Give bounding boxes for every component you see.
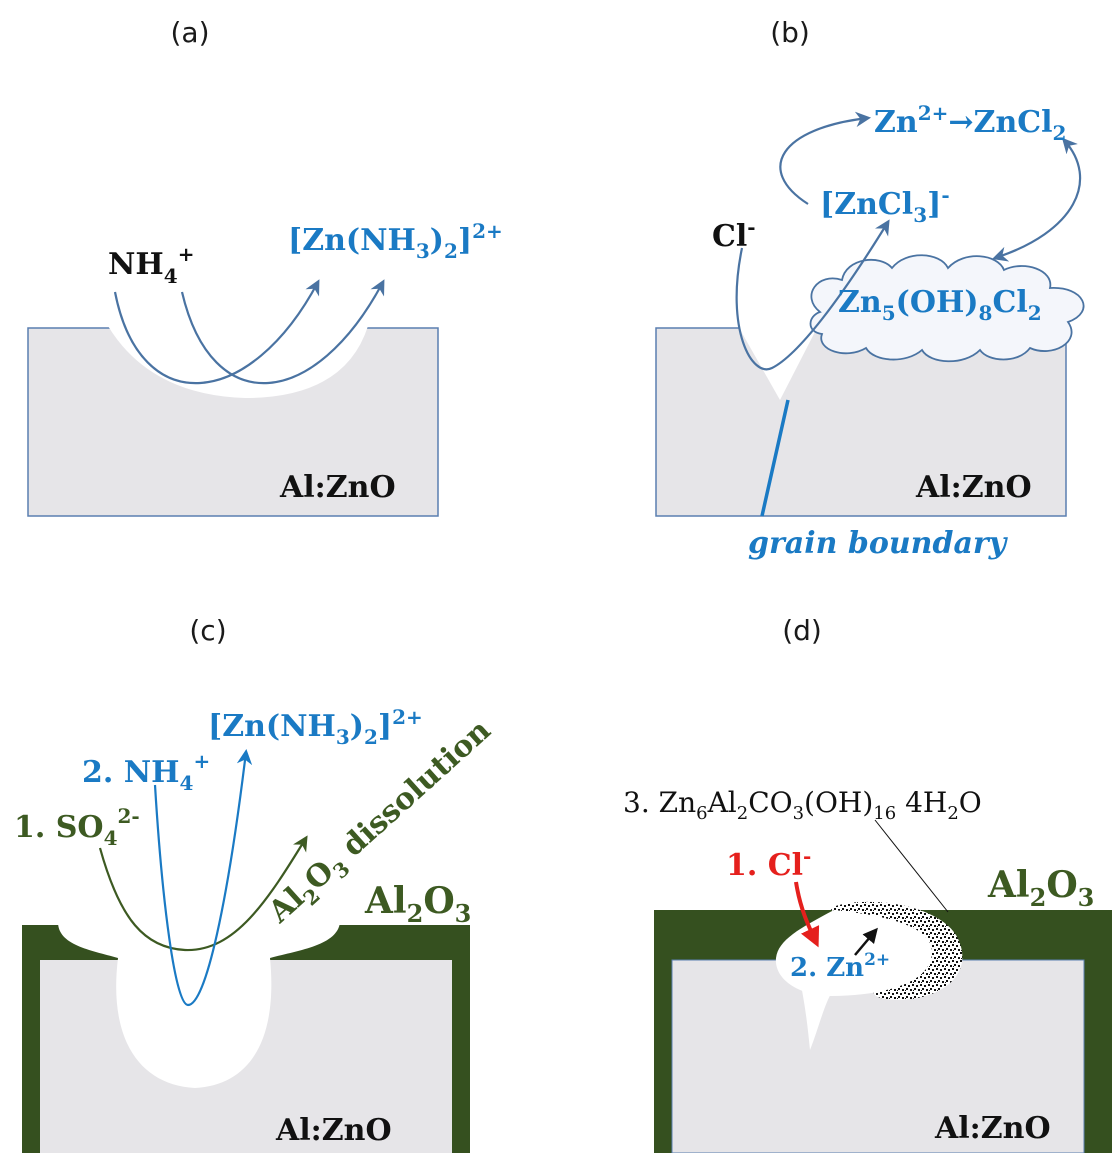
zncl3-label-b: [ZnCl3]- <box>820 183 950 227</box>
grain-boundary-line <box>760 399 790 517</box>
step2-ammonium-label-c: 2. NH4+ <box>82 749 210 795</box>
crack-d <box>800 980 832 1050</box>
zinc-ammine-label-c: [Zn(NH3)2]2+ <box>208 705 423 749</box>
zncl2-precipitate-arrow <box>992 137 1082 262</box>
ion-path-2-a <box>180 279 385 385</box>
sulfate-path-c <box>98 835 308 952</box>
material-label-d: Al:ZnO <box>934 1111 1051 1146</box>
material-label-b: Al:ZnO <box>915 470 1032 505</box>
panel-b-label: (b) <box>770 16 810 49</box>
material-label-a: Al:ZnO <box>279 470 396 505</box>
chloride-attack-arrow <box>794 881 820 948</box>
oxide-label-d: Al2O3 <box>987 864 1094 912</box>
ion-path-1-a <box>113 279 320 385</box>
precipitate-label-b: Zn5(OH)8Cl2 <box>838 285 1042 325</box>
panel-a-label: (a) <box>170 16 209 49</box>
chloride-label-b: Cl- <box>712 215 756 254</box>
panel-d-label: (d) <box>782 614 822 647</box>
grain-boundary-label: grain boundary <box>748 526 1009 561</box>
crack-b <box>738 326 818 400</box>
step1-chloride-label-d: 1. Cl- <box>726 844 811 883</box>
chloride-path-b <box>735 219 890 371</box>
panel-c-label: (c) <box>189 614 226 647</box>
ammonium-path-c <box>153 748 253 1007</box>
compound-label-d: 3. Zn6Al2CO3(OH)16 4H2O <box>623 786 982 824</box>
corrosion-product-deposit <box>830 901 963 1000</box>
step2-zinc-label-d: 2. Zn2+ <box>790 950 890 983</box>
panel-a: (a) NH4+ [Zn(NH3)2]2+ Al:ZnO <box>27 16 503 517</box>
zn-migration-arrow <box>854 927 878 956</box>
material-label-c: Al:ZnO <box>275 1113 392 1148</box>
panel-b: (b) Cl- Zn2+→ZnCl2 [ZnCl3]- Zn5(OH)8Cl2 … <box>655 16 1085 561</box>
panel-c: (c) [Zn(NH3)2]2+ 2. NH4+ 1. SO42- Al2O3 … <box>14 614 498 1153</box>
step1-sulfate-label-c: 1. SO42- <box>14 804 140 850</box>
zncl3-to-zn-arrow <box>779 111 872 205</box>
ammonium-label-a: NH4+ <box>108 242 194 288</box>
oxide-label-c: Al2O3 <box>364 880 471 928</box>
cloud-precipitate <box>809 254 1085 363</box>
panel-d: (d) 3. Zn6Al2CO3(OH)16 4H2O 1. Cl- 2. Zn… <box>623 614 1112 1153</box>
zinc-ion-label-b: Zn2+→ZnCl2 <box>874 101 1066 145</box>
pit-c <box>58 922 340 1088</box>
leader-line-d <box>874 819 949 913</box>
zinc-ammine-label-a: [Zn(NH3)2]2+ <box>288 219 503 263</box>
